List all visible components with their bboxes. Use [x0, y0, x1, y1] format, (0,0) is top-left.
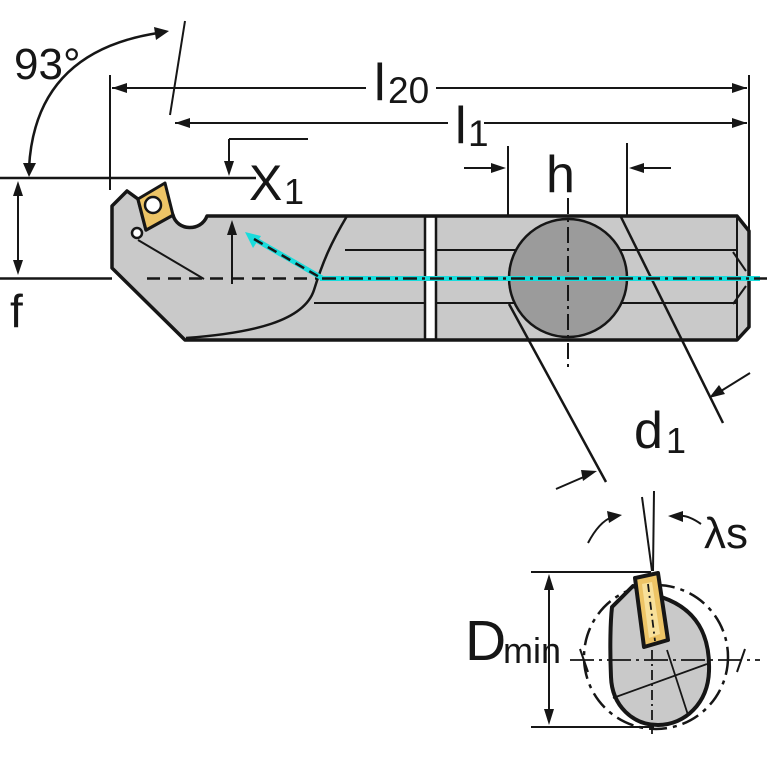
head-recess-curve — [185, 215, 349, 340]
head-pin-hole — [130, 226, 144, 240]
label-x1: X — [249, 155, 282, 211]
dim-h: h — [464, 143, 671, 215]
lambda-arrow-left — [607, 511, 622, 523]
l1-arrow-left — [175, 118, 190, 128]
dimensions-main: f 93° l 20 l 1 — [0, 20, 751, 490]
dim-x1: X 1 — [224, 138, 308, 284]
d1-tangent-left — [507, 303, 608, 483]
label-l1-sub: 1 — [468, 113, 489, 154]
dmin-arrow-down — [544, 709, 554, 725]
label-l1: l — [455, 97, 467, 155]
label-dmin-sub: min — [503, 630, 561, 671]
end-view: λs D min — [465, 490, 760, 734]
d1-arrow-right — [709, 385, 725, 398]
axis-dashes-angled — [253, 237, 322, 280]
label-l20-sub: 20 — [388, 70, 429, 111]
label-lambda-s: λs — [704, 509, 748, 558]
label-lead-angle: 93° — [14, 40, 81, 89]
label-f: f — [10, 285, 23, 337]
d1-arrow-right-tail — [720, 372, 751, 392]
label-d1-sub: 1 — [666, 420, 686, 461]
dim-lead-angle: 93° — [14, 20, 186, 177]
bore-quadrant-tick-left — [579, 648, 589, 673]
main-view — [110, 181, 767, 483]
d1-arrow-left-tail — [555, 475, 587, 490]
d1-tangent-right — [618, 214, 725, 424]
bar-axis-vertical-ref — [652, 490, 655, 572]
l1-arrow-right — [732, 118, 747, 128]
lambda-arrow-right — [668, 511, 683, 522]
bore-quadrant-tick-right — [736, 648, 746, 673]
bore-circle-dmin — [582, 583, 730, 731]
section-pocket-line-2 — [666, 649, 689, 716]
angle-arc-arrow-bottom — [23, 163, 36, 177]
label-dmin: D — [465, 609, 506, 673]
dmin-arrow-up — [544, 574, 554, 590]
cyan-arrowhead — [245, 232, 261, 248]
insert-axis-tilted — [641, 496, 653, 572]
x1-arrow-down — [224, 161, 234, 176]
dim-d1: d 1 — [555, 372, 751, 490]
insert-screw-hole — [143, 195, 163, 215]
dim-dmin: D min — [465, 571, 654, 728]
shank-end-chamfer-upper — [732, 251, 747, 272]
h-arrow-left — [491, 163, 506, 173]
dim-f-arrow-up — [13, 181, 23, 196]
label-l20: l — [374, 54, 386, 112]
d1-arrow-left — [581, 470, 597, 481]
h-arrow-right — [629, 163, 644, 173]
angle-arc — [27, 31, 159, 169]
dim-l1: l 1 — [175, 75, 750, 235]
dim-l20: l 20 — [109, 54, 747, 190]
dim-f-arrow-down — [13, 260, 23, 275]
dim-lambda-s: λs — [587, 509, 748, 558]
dim-f: f — [10, 181, 23, 337]
label-d1: d — [634, 402, 663, 460]
head-pocket-line — [137, 239, 205, 280]
angle-arc-arrow-top — [154, 27, 169, 40]
l20-arrow-left — [112, 83, 127, 93]
l20-arrow-right — [732, 83, 747, 93]
centerline-cyan — [245, 232, 767, 281]
label-h: h — [546, 146, 575, 204]
edge-extension-line — [169, 20, 186, 116]
end-view-insert-highlight — [642, 582, 660, 638]
section-pocket-line-1 — [612, 663, 708, 699]
shank-end-chamfer-lower — [732, 285, 747, 305]
label-x1-sub: 1 — [284, 171, 304, 212]
x1-arrow-up — [227, 220, 237, 235]
